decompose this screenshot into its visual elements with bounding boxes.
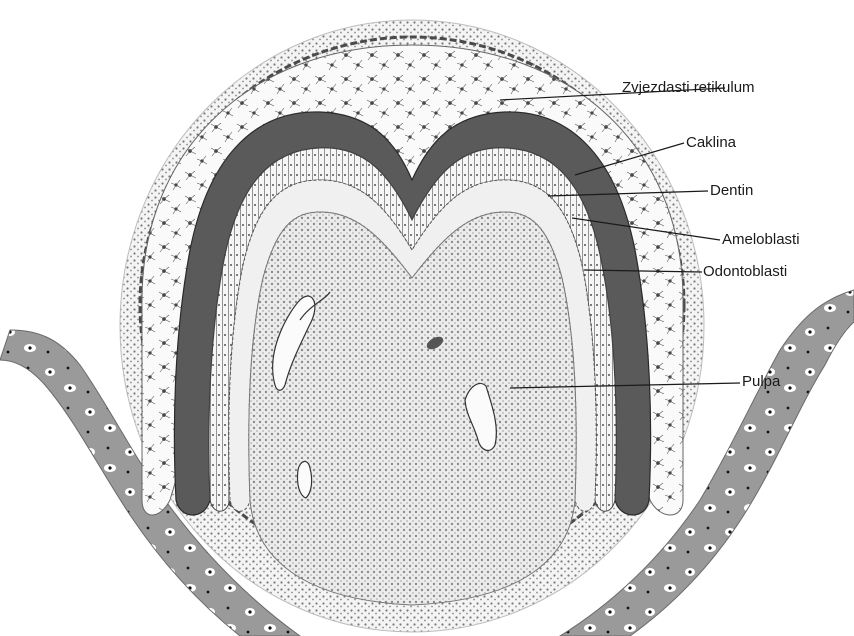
label-pulp: Pulpa — [742, 374, 780, 389]
label-ameloblasts: Ameloblasti — [722, 232, 800, 247]
label-odontoblasts: Odontoblasti — [703, 264, 787, 279]
label-stellate-reticulum: Zvjezdasti retikulum — [622, 80, 755, 95]
label-dentin: Dentin — [710, 183, 753, 198]
label-enamel: Caklina — [686, 135, 736, 150]
